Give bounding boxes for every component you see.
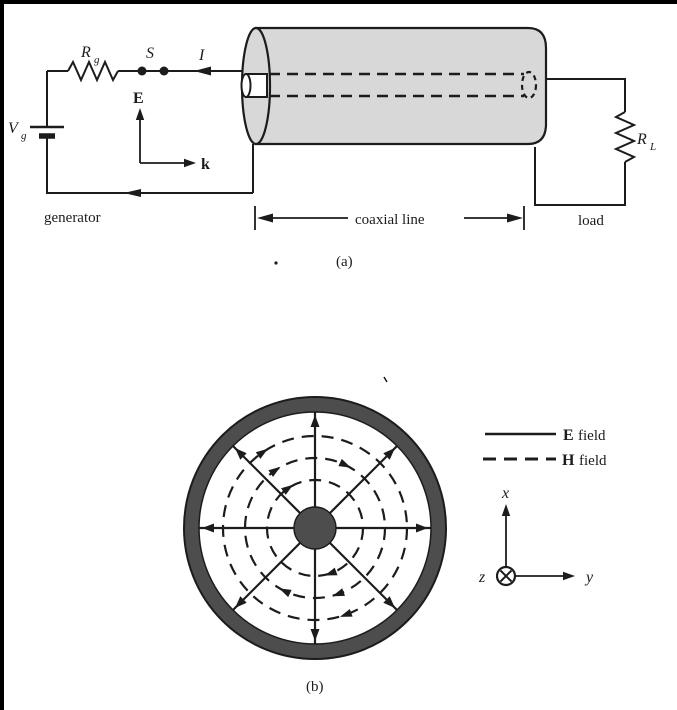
switch-label: S (146, 45, 154, 62)
resistor-rg-symbol (67, 59, 119, 83)
return-current-arrowhead (124, 189, 141, 197)
caption-b: (b) (306, 679, 324, 695)
x-axis-arrowhead (501, 504, 511, 516)
e-arrowhead-up (310, 415, 320, 427)
e-field-line-upleft (232, 445, 303, 516)
load-resistor-subscript: L (649, 141, 656, 153)
switch-contact-dot-1 (137, 66, 147, 76)
e-arrowhead-downleft (235, 596, 247, 608)
legend-h-symbol: H (562, 452, 575, 469)
e-vector-label: E (133, 90, 144, 107)
k-vector-label: k (201, 156, 210, 173)
e-arrowhead-upleft (235, 448, 247, 460)
h-arrowhead-3 (255, 448, 268, 459)
source-voltage-label: V (8, 120, 20, 137)
wire-left-bottom (46, 138, 253, 194)
h-arrowhead-2 (268, 466, 281, 477)
current-label: I (198, 47, 205, 64)
legend-h-text: field (579, 453, 607, 469)
load-circuit (534, 78, 637, 206)
h-arrowhead-4 (324, 567, 338, 576)
legend-e-text: field (578, 428, 606, 444)
scan-speck (274, 261, 278, 265)
x-axis-label: x (501, 485, 509, 502)
coaxial-cylinder (240, 26, 548, 146)
resistor-rl-symbol (613, 111, 637, 163)
legend-e-symbol: E (563, 427, 574, 444)
xyz-axes: x y z (478, 485, 594, 587)
scan-border-top (0, 0, 677, 4)
e-arrowhead-upright (383, 448, 395, 460)
load-label: load (578, 213, 604, 229)
e-k-axes (135, 108, 196, 168)
cylinder-body (254, 26, 548, 146)
coax-line-label: coaxial line (355, 212, 425, 228)
inner-conductor-stub-end (240, 73, 252, 98)
y-axis-arrowhead (563, 571, 575, 581)
wire-load-top (546, 78, 626, 112)
h-field-circle-outer (221, 434, 409, 622)
e-arrowhead-left (202, 523, 214, 533)
y-axis-label: y (584, 569, 594, 586)
switch-contact-dot-2 (159, 66, 169, 76)
h-arrowhead-1 (281, 484, 294, 495)
h-field-circle-inner (265, 478, 365, 578)
h-arrowhead-5 (332, 588, 345, 597)
h-arrowhead-7 (338, 458, 351, 468)
h-field-circle-middle (243, 456, 387, 600)
h-field-circles (221, 434, 409, 622)
dimension-arrow-right (507, 213, 523, 223)
scan-speck-2 (383, 376, 388, 383)
e-axis-arrowhead (135, 108, 145, 120)
coax-dimension (254, 206, 525, 230)
dimension-arrow-left (257, 213, 273, 223)
scan-border-left (0, 0, 4, 710)
generator-label: generator (44, 210, 101, 226)
center-conductor (293, 506, 337, 550)
current-arrowhead (194, 66, 211, 76)
h-arrowhead-6 (339, 609, 353, 617)
e-arrowhead-down (310, 629, 320, 641)
caption-a: (a) (336, 254, 353, 270)
e-field-line-upright (327, 445, 398, 516)
e-arrowhead-downright (383, 596, 395, 608)
k-axis-arrowhead (184, 158, 196, 168)
h-field-arrowheads (255, 448, 353, 617)
e-field-line-downright (327, 540, 398, 611)
wire-load-bottom (534, 147, 626, 206)
gen-resistor-subscript: g (94, 54, 100, 66)
source-voltage-subscript: g (21, 130, 27, 142)
load-resistor-label: R (636, 131, 647, 148)
e-field-arrowheads (202, 415, 428, 641)
e-field-lines (199, 412, 431, 644)
gen-resistor-label: R (80, 44, 91, 61)
inner-conductor-dashed-right-end (520, 70, 538, 100)
z-axis-label: z (478, 569, 486, 586)
field-legend: E field H field (483, 427, 607, 469)
e-arrowhead-right (416, 523, 428, 533)
z-icon-cross-2 (499, 569, 513, 583)
generator-circuit (30, 59, 254, 197)
e-field-line-downleft (232, 540, 303, 611)
coax-cross-section (183, 396, 447, 660)
h-arrowhead-8 (279, 588, 292, 598)
